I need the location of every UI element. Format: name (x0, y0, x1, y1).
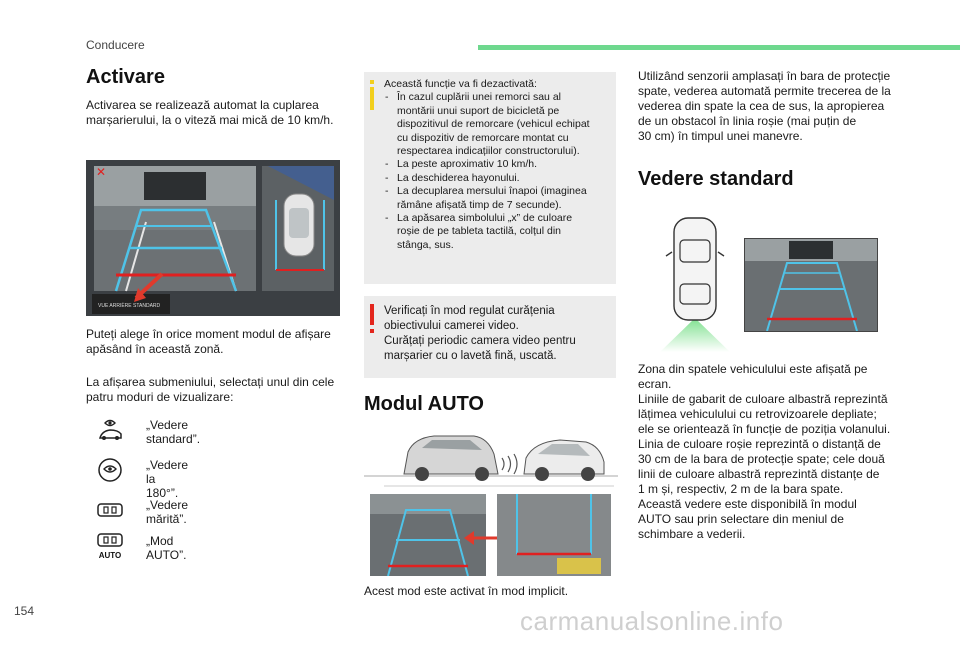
auto-rear-view (370, 494, 486, 576)
mode-label: „Vedere standard”. (146, 418, 201, 446)
auto-mode-icon: AUTO (97, 533, 123, 560)
section-label: Conducere (86, 38, 145, 52)
svg-text:✕: ✕ (96, 165, 106, 179)
top-view-car-diagram (660, 217, 730, 352)
info-intro: Această funcție va fi dezactivată: (384, 78, 537, 90)
mode-label: „Mod AUTO”. (146, 534, 187, 562)
info-item: La apăsarea simbolului „x” de culoareroș… (384, 212, 612, 252)
auto-mode-illustration (364, 435, 618, 487)
auto-view-description: Utilizând senzorii amplasați în bara de … (638, 69, 891, 143)
info-item: În cazul cuplării unei remorci sau almon… (384, 91, 612, 158)
activare-title: Activare (86, 66, 165, 88)
screen-caption: VUE ARRIÈRE STANDARD (98, 302, 161, 309)
auto-top-view (497, 494, 611, 576)
page-number: 154 (14, 604, 35, 618)
submenu-text: La afișarea submeniului, selectați unul … (86, 375, 335, 404)
standard-view-description: Zona din spatele vehiculului este afișat… (638, 362, 891, 541)
auto-mode-title: Modul AUTO (364, 393, 484, 415)
activare-intro: Activarea se realizează automat la cupla… (86, 98, 334, 127)
standard-view-icon (99, 419, 122, 440)
info-item: La peste aproximativ 10 km/h. (384, 158, 612, 172)
select-mode-text: Puteți alege în orice moment modul de af… (86, 327, 331, 356)
rear-camera-screen: ✕ VUE ARRIÈRE STANDARD (86, 160, 340, 316)
standard-view-screen (744, 238, 878, 332)
watermark: carmanualsonline.info (520, 606, 784, 636)
info-box: Această funcție va fi dezactivată: În ca… (364, 72, 616, 284)
auto-icon-text: AUTO (99, 551, 122, 560)
mode-label: „Vedere mărită”. (146, 498, 189, 526)
auto-caption: Acest mod este activat în mod implicit. (364, 584, 569, 598)
section-accent-bar (478, 45, 960, 50)
standard-view-title: Vedere standard (638, 168, 794, 190)
info-item: La deschiderea hayonului. (384, 172, 612, 186)
info-item: La decuplarea mersului înapoi (imaginear… (384, 185, 612, 212)
warning-icon (370, 304, 374, 333)
180-view-icon (98, 458, 122, 482)
info-icon (370, 80, 374, 110)
mode-label: „Vedere la 180°”. (146, 458, 189, 500)
zoom-view-icon (97, 503, 123, 517)
